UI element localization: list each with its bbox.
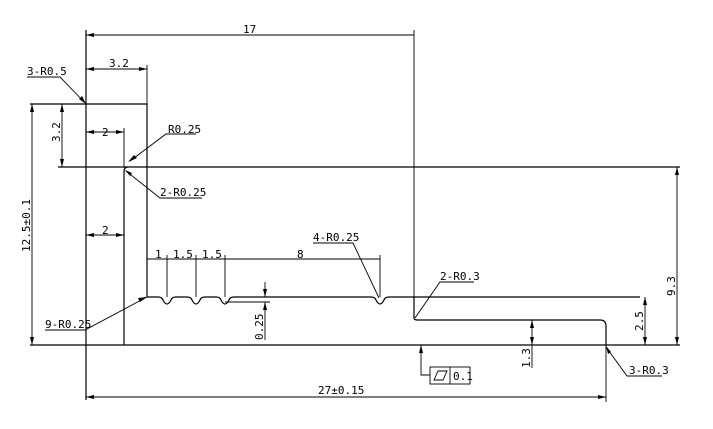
dim-slot-width: 2 xyxy=(102,126,109,139)
callout-slot-corners: 2-R0.25 xyxy=(160,186,206,199)
dim-top-flange-width: 3.2 xyxy=(109,57,129,70)
step-profile xyxy=(413,297,607,345)
dimension-lines xyxy=(30,33,679,399)
flatness-icon xyxy=(433,370,448,381)
dim-groove-span: 8 xyxy=(297,248,304,261)
dim-groove-pitch-2: 1.5 xyxy=(173,248,193,261)
inner-wall xyxy=(123,166,129,345)
dim-groove-depth: 0.25 xyxy=(253,314,266,341)
outer-profile xyxy=(86,103,640,305)
dim-17: 17 xyxy=(243,23,256,36)
tolerance-value: 0.1 xyxy=(453,370,473,383)
callout-base-corners: 3-R0.3 xyxy=(629,364,669,377)
callout-end-groove-radii: 4-R0.25 xyxy=(313,231,359,244)
dim-lower-height: 9.3 xyxy=(665,276,678,296)
dim-wall-width: 2 xyxy=(102,224,109,237)
dim-overall-height: 12.5±0.1 xyxy=(20,199,33,252)
dim-base-thickness: 1.3 xyxy=(520,348,533,368)
dim-overall-length: 27±0.15 xyxy=(318,384,364,397)
flatness-tolerance-frame: 0.1 xyxy=(429,366,473,385)
callout-outer-corners: 3-R0.5 xyxy=(27,65,67,78)
part-profile xyxy=(30,30,680,402)
dim-top-flange-height: 3.2 xyxy=(50,122,63,142)
callout-step-corners: 2-R0.3 xyxy=(440,270,480,283)
dim-groove-pitch-1: 1 xyxy=(155,248,162,261)
dim-groove-pitch-3: 1.5 xyxy=(202,248,222,261)
dim-step-height: 2.5 xyxy=(633,311,646,331)
callout-groove-radii: 9-R0.25 xyxy=(45,318,91,331)
callout-slot-radius: R0.25 xyxy=(168,123,201,136)
leaders xyxy=(27,76,662,377)
